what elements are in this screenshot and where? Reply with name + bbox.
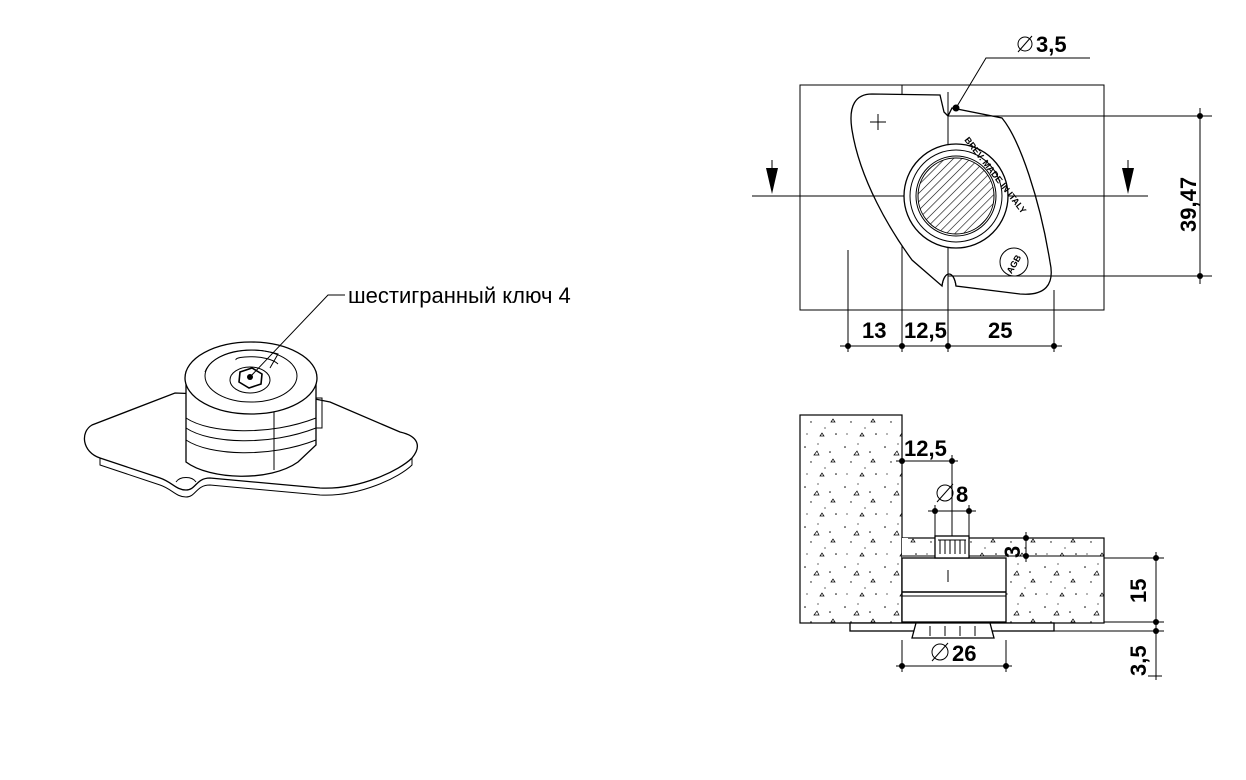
dim-body-height: 15 bbox=[1126, 579, 1151, 603]
hex-socket bbox=[238, 367, 263, 389]
section-view bbox=[799, 414, 1164, 680]
section-knob bbox=[911, 622, 995, 639]
dim-body-diameter: 26 bbox=[952, 641, 976, 666]
isometric-view bbox=[83, 294, 418, 498]
dim-offset-middle: 12,5 bbox=[904, 318, 947, 343]
section-arrow-left bbox=[766, 168, 778, 194]
diameter-symbol-pin bbox=[936, 483, 954, 503]
brand-logo bbox=[999, 247, 1029, 277]
side-panel bbox=[799, 414, 903, 624]
diameter-symbol-body bbox=[931, 642, 949, 662]
dim-thread-height: 3 bbox=[1000, 546, 1025, 558]
dim-base-height: 3,5 bbox=[1126, 645, 1151, 676]
dim-pin-diameter: 8 bbox=[956, 482, 968, 507]
dim-offset-right: 25 bbox=[988, 318, 1012, 343]
section-arrow-right bbox=[1122, 168, 1134, 194]
dim-section-offset: 12,5 bbox=[904, 436, 947, 461]
hex-key-label: шестигранный ключ 4 bbox=[348, 283, 571, 308]
section-cam-body bbox=[901, 557, 1007, 623]
dim-height: 39,47 bbox=[1176, 177, 1201, 232]
dim-hole-diameter: 3,5 bbox=[1036, 32, 1067, 57]
dim-offset-left: 13 bbox=[862, 318, 886, 343]
cam-wheel-hatch bbox=[917, 157, 995, 235]
top-view: AGB BREV. MADE IN ITALY bbox=[752, 57, 1212, 352]
diameter-symbol-top bbox=[1017, 35, 1033, 53]
panel-outline bbox=[799, 84, 1105, 311]
callout-leader bbox=[249, 294, 345, 378]
